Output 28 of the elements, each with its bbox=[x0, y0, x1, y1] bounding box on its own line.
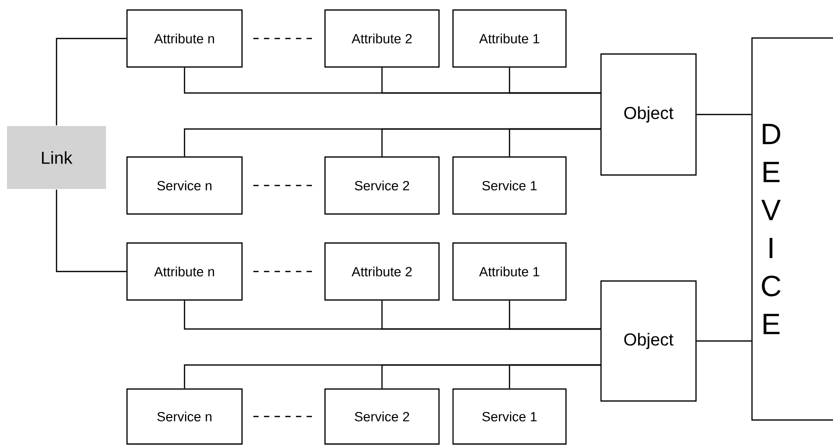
attribute-box: Attribute n bbox=[126, 9, 243, 68]
attribute-box: Attribute n bbox=[126, 242, 243, 301]
connector-line bbox=[508, 300, 601, 330]
service-box: Service 2 bbox=[324, 156, 440, 215]
connector-line bbox=[696, 340, 752, 342]
link-box: Link bbox=[7, 126, 106, 189]
service-box: Service 1 bbox=[452, 156, 567, 215]
attribute-box: Attribute 1 bbox=[452, 9, 567, 68]
connector-line bbox=[696, 114, 752, 116]
object-box: Object bbox=[600, 280, 697, 402]
dashed-connector bbox=[253, 184, 314, 186]
device-box: D E V I C E bbox=[751, 37, 833, 421]
service-box: Service 1 bbox=[452, 388, 567, 445]
dashed-connector bbox=[253, 270, 314, 272]
attribute-box: Attribute 2 bbox=[324, 242, 440, 301]
service-box: Service 2 bbox=[324, 388, 440, 445]
object-box: Object bbox=[600, 53, 697, 176]
connector-line bbox=[56, 38, 126, 126]
connector-line bbox=[56, 190, 126, 272]
connector-line bbox=[508, 364, 601, 388]
attribute-box: Attribute 2 bbox=[324, 9, 440, 68]
attribute-box: Attribute 1 bbox=[452, 242, 567, 301]
service-box: Service n bbox=[126, 388, 243, 445]
dashed-connector bbox=[253, 416, 314, 418]
connector-line bbox=[508, 128, 601, 156]
connector-line bbox=[508, 68, 601, 94]
service-box: Service n bbox=[126, 156, 243, 215]
dashed-connector bbox=[253, 38, 314, 40]
